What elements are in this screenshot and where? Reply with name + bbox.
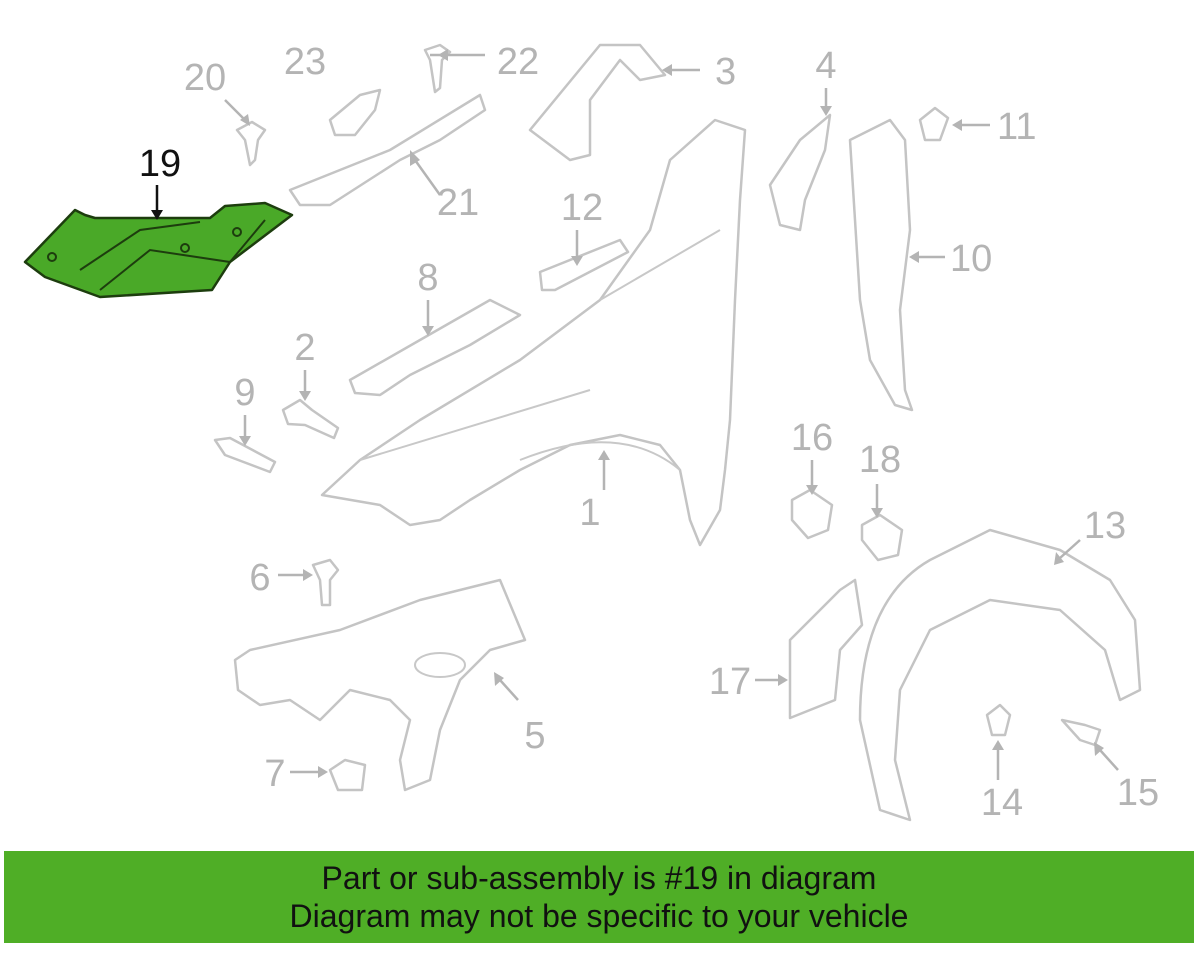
callout-arrows: [151, 49, 1119, 780]
banner-line-disclaimer: Diagram may not be specific to your vehi…: [289, 898, 909, 934]
callout-3: 3: [715, 51, 736, 93]
callout-8: 8: [417, 257, 438, 299]
part-20-clip[interactable]: [235, 120, 267, 167]
part-14-clip[interactable]: [985, 703, 1012, 737]
part-9-stud[interactable]: [213, 436, 277, 474]
callout-1: 1: [579, 492, 600, 534]
part-21-bracket[interactable]: [288, 93, 487, 207]
callout-12: 12: [561, 187, 603, 229]
part-4-bracket[interactable]: [768, 113, 832, 232]
callout-13: 13: [1084, 505, 1126, 547]
part-1-fender[interactable]: [320, 118, 747, 547]
callout-11: 11: [997, 106, 1036, 148]
part-10-panel[interactable]: [848, 118, 914, 412]
callout-6: 6: [249, 557, 270, 599]
callout-23: 23: [284, 41, 326, 83]
part-15-clip[interactable]: [1060, 718, 1102, 747]
part-23-clip[interactable]: [328, 88, 382, 137]
callout-21: 21: [437, 182, 479, 224]
part-5-apron[interactable]: [233, 578, 527, 792]
part-13-liner[interactable]: [858, 528, 1142, 822]
callout-22: 22: [497, 41, 539, 83]
callout-9: 9: [234, 372, 255, 414]
part-18-nut[interactable]: [860, 513, 904, 562]
callout-18: 18: [859, 439, 901, 481]
part-17-shield[interactable]: [788, 578, 864, 720]
part-2-bolt[interactable]: [281, 398, 340, 440]
callout-2: 2: [294, 327, 315, 369]
callout-15: 15: [1117, 772, 1159, 814]
part-3-bracket[interactable]: [528, 43, 667, 162]
part-7-nut[interactable]: [328, 758, 367, 792]
callout-10: 10: [950, 238, 992, 280]
part-19-highlighted[interactable]: [23, 201, 294, 299]
part-8-bracket[interactable]: [348, 298, 522, 397]
callout-17: 17: [709, 661, 751, 703]
part-16-nut[interactable]: [790, 488, 834, 540]
callout-7: 7: [264, 753, 285, 795]
part-12-bracket[interactable]: [538, 238, 630, 292]
info-banner: Part or sub-assembly is #19 in diagram D…: [4, 851, 1194, 943]
callout-5: 5: [524, 715, 545, 757]
callout-4: 4: [815, 45, 836, 87]
callout-14: 14: [981, 782, 1023, 824]
part-6-bolt[interactable]: [311, 558, 340, 607]
callout-19: 19: [139, 143, 181, 185]
callout-20: 20: [184, 57, 226, 99]
callout-16: 16: [791, 417, 833, 459]
part-11-clip[interactable]: [918, 106, 950, 142]
banner-line-part: Part or sub-assembly is #19 in diagram: [321, 860, 877, 896]
